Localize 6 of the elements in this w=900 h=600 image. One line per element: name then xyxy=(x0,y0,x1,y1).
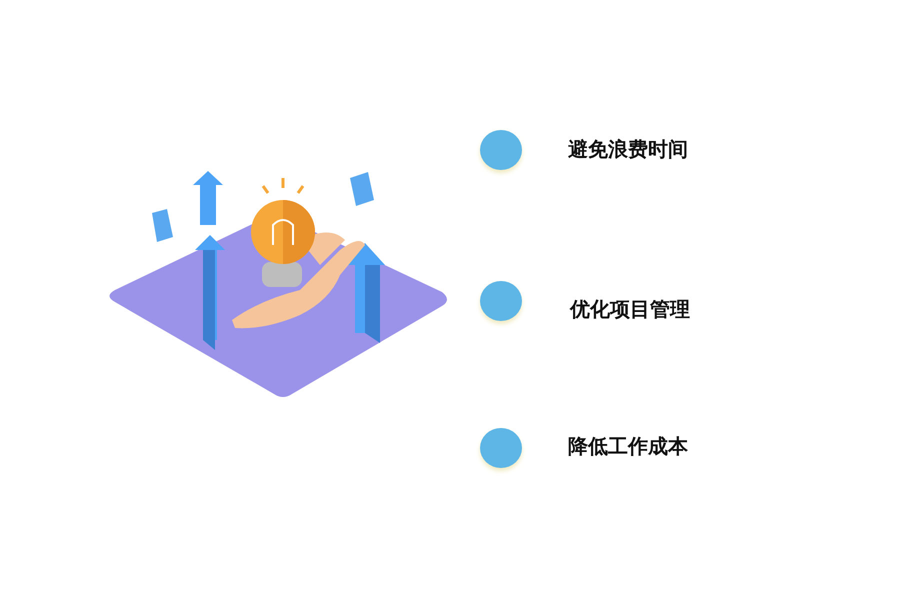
benefit-text: 避免浪费时间 xyxy=(568,136,688,163)
bullet-circle xyxy=(480,428,522,468)
benefit-text: 优化项目管理 xyxy=(570,296,690,323)
benefit-text: 降低工作成本 xyxy=(568,433,688,460)
bullet-circle xyxy=(480,281,522,321)
bullet-circle xyxy=(480,130,522,170)
